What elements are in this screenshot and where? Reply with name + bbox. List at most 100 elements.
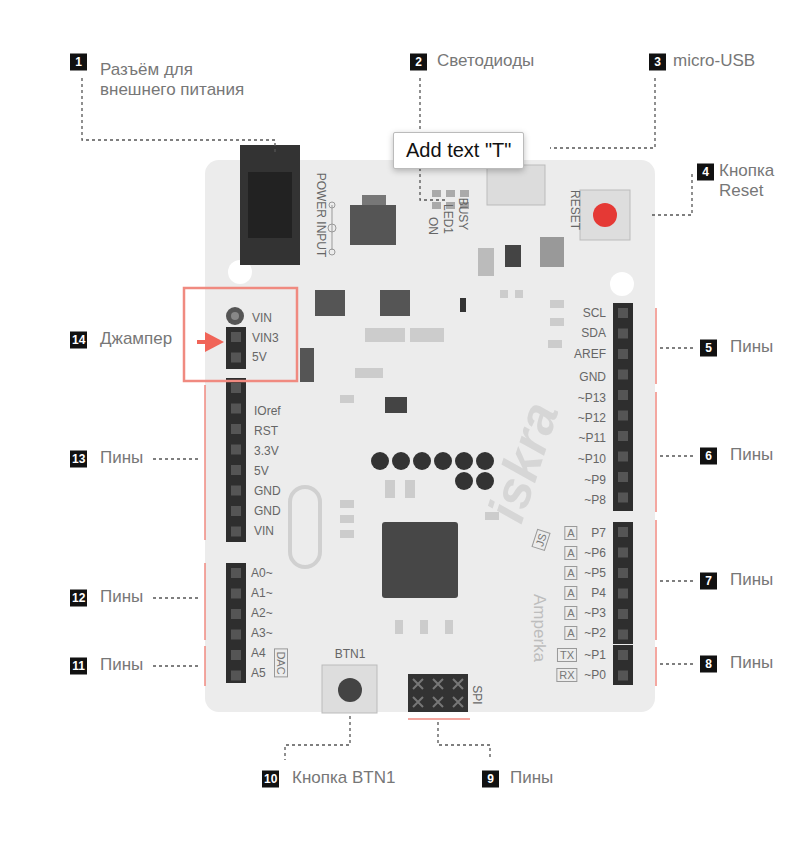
pin [231, 630, 241, 640]
pin-label: P4 [591, 586, 606, 600]
pin [231, 445, 241, 455]
pin [618, 589, 628, 599]
pin [231, 609, 241, 619]
pin-function-tag: A [564, 526, 577, 540]
icsp-header [476, 452, 494, 470]
components [540, 237, 564, 267]
btn1-button [322, 665, 377, 713]
pin [618, 349, 628, 359]
callout-number: 3 [649, 54, 666, 71]
pin-headers [226, 307, 244, 325]
pin [231, 332, 241, 342]
group-brackets [204, 646, 206, 686]
components [548, 340, 562, 348]
components [505, 245, 521, 267]
pin-label: 5V [254, 464, 269, 478]
pin [231, 527, 241, 537]
pin-label: GND [254, 504, 281, 518]
led-label: BUSY [456, 198, 470, 231]
components [380, 290, 410, 316]
pin [618, 630, 628, 640]
components [445, 620, 453, 634]
pin-label: IOref [254, 404, 281, 418]
regulator [350, 205, 396, 245]
leader-lines [652, 172, 692, 215]
icsp-header [392, 452, 410, 470]
board-marking: RESET [568, 190, 582, 230]
components [355, 368, 383, 378]
board [610, 272, 634, 296]
tooltip-box: Add text "T" [393, 132, 524, 169]
group-brackets [655, 520, 657, 640]
icsp-header [455, 452, 473, 470]
pin-label: SDA [581, 326, 606, 340]
callout-label: Пины [100, 655, 143, 675]
components [300, 348, 314, 382]
spi-header [408, 674, 468, 712]
group-brackets [655, 308, 657, 384]
callout-label: Пины [730, 337, 773, 357]
reset-button [580, 190, 630, 240]
jumper-highlight [184, 288, 297, 381]
pin-headers [613, 645, 633, 685]
pin [618, 527, 628, 537]
callout-number: 14 [70, 332, 87, 349]
led-label: LED1 [441, 204, 455, 234]
pin [618, 431, 628, 441]
pin-headers [613, 522, 633, 644]
pin-label: GND [254, 484, 281, 498]
group-brackets [408, 718, 470, 720]
group-brackets [204, 563, 206, 640]
leds [432, 190, 441, 197]
tooltip-text: Add text "T" [406, 139, 511, 161]
pin [231, 506, 241, 516]
icsp-header [371, 452, 389, 470]
leader-lines [285, 716, 350, 760]
callout-number: 7 [700, 573, 717, 590]
pin [413, 679, 423, 689]
components [340, 395, 354, 403]
components [500, 290, 508, 298]
leader-lines [153, 458, 200, 459]
pin-label: ~P8 [584, 493, 606, 507]
pin [618, 370, 628, 380]
callout-label: Пины [510, 768, 553, 788]
pin [231, 568, 241, 578]
jumper-highlight [205, 332, 224, 352]
components [385, 480, 395, 498]
pin-function-tag: A [564, 606, 577, 620]
leader-lines [660, 347, 696, 348]
callout-label: Кнопка Reset [719, 161, 794, 201]
pin-headers [613, 303, 633, 511]
pin-label: AREF [574, 347, 606, 361]
leader-lines [153, 665, 200, 666]
pin-label: ~P3 [584, 606, 606, 620]
pin [231, 650, 241, 660]
microcontroller [382, 522, 458, 598]
pin-label: RST [254, 424, 278, 438]
power-jack [240, 145, 300, 265]
callout-number: 9 [482, 771, 499, 788]
callout-label: Разъём для внешнего питания [100, 60, 245, 100]
power-jack [248, 172, 292, 238]
callout-number: 6 [700, 448, 717, 465]
leds [460, 190, 469, 197]
pin-headers [226, 563, 246, 683]
group-brackets [205, 308, 656, 719]
crystal [290, 487, 320, 567]
callout-label: Пины [100, 448, 143, 468]
pin [413, 697, 423, 707]
icsp-header [413, 452, 431, 470]
components [340, 530, 354, 538]
pin [618, 568, 628, 578]
leader-lines [438, 722, 490, 760]
pin-label: ~P1 [584, 648, 606, 662]
callout-label: Светодиоды [437, 51, 534, 71]
callout-number: 12 [70, 590, 87, 607]
callout-number: 2 [410, 54, 427, 71]
leader-lines [82, 78, 696, 760]
reset-button [593, 203, 617, 227]
icsp-header [455, 472, 473, 490]
power-jack [240, 145, 336, 265]
pin-label: ~P10 [578, 452, 606, 466]
